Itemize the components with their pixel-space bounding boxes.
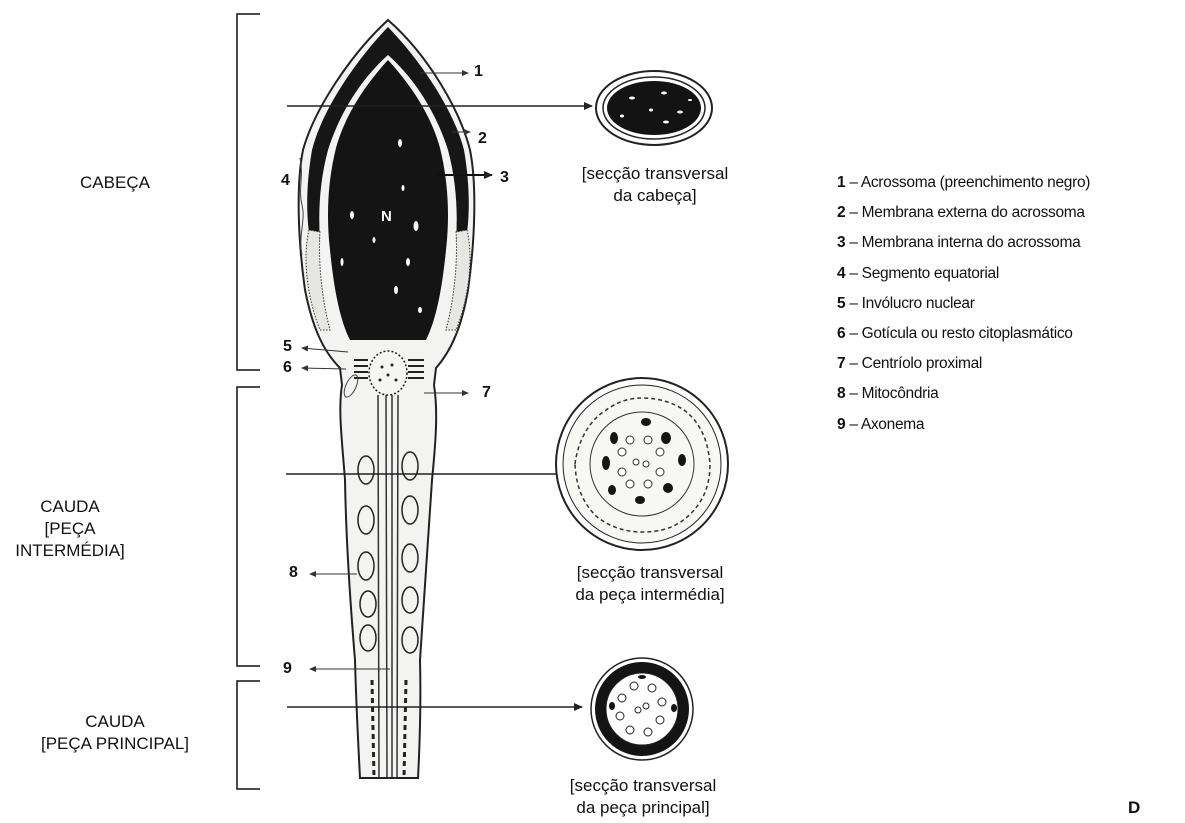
marker-2: 2 — [478, 130, 487, 148]
caption-principal-section: [secção transversal da peça principal] — [548, 775, 738, 819]
legend-item: 5 – Invólucro nuclear — [837, 289, 1090, 319]
marker-4: 4 — [281, 172, 290, 190]
legend-item: 8 – Mitocôndria — [837, 379, 1090, 409]
midpiece-cross-section — [556, 378, 728, 550]
legend-item: 7 – Centríolo proximal — [837, 349, 1090, 379]
region-label-midpiece: CAUDA [PEÇA INTERMÉDIA] — [0, 496, 140, 562]
marker-8: 8 — [289, 564, 298, 582]
legend-item: 6 – Gotícula ou resto citoplasmático — [837, 319, 1090, 349]
legend-item: 3 – Membrana interna do acrossoma — [837, 228, 1090, 258]
marker-1: 1 — [474, 63, 483, 81]
head-bracket — [237, 14, 260, 370]
head-cross-section — [596, 71, 712, 145]
caption-midpiece-section: [secção transversal da peça intermédia] — [550, 562, 750, 606]
marker-7: 7 — [482, 384, 491, 402]
sperm-cell — [299, 20, 475, 778]
region-label-head: CABEÇA — [40, 172, 190, 194]
principal-cross-section — [591, 658, 693, 760]
region-label-principal: CAUDA [PEÇA PRINCIPAL] — [0, 711, 230, 755]
figure-letter: D — [1128, 798, 1140, 818]
marker-3: 3 — [500, 169, 509, 187]
principal-bracket — [237, 681, 260, 789]
legend-item: 4 – Segmento equatorial — [837, 259, 1090, 289]
legend-item: 2 – Membrana externa do acrossoma — [837, 198, 1090, 228]
proximal-centriole — [369, 351, 407, 395]
legend: 1 – Acrossoma (preenchimento negro) 2 – … — [837, 168, 1090, 440]
nucleus-label: N — [381, 208, 392, 225]
marker-5: 5 — [283, 338, 292, 356]
caption-head-section: [secção transversal da cabeça] — [560, 163, 750, 207]
marker-6: 6 — [283, 359, 292, 377]
marker-9: 9 — [283, 660, 292, 678]
legend-item: 1 – Acrossoma (preenchimento negro) — [837, 168, 1090, 198]
legend-item: 9 – Axonema — [837, 410, 1090, 440]
midpiece-bracket — [237, 387, 260, 666]
